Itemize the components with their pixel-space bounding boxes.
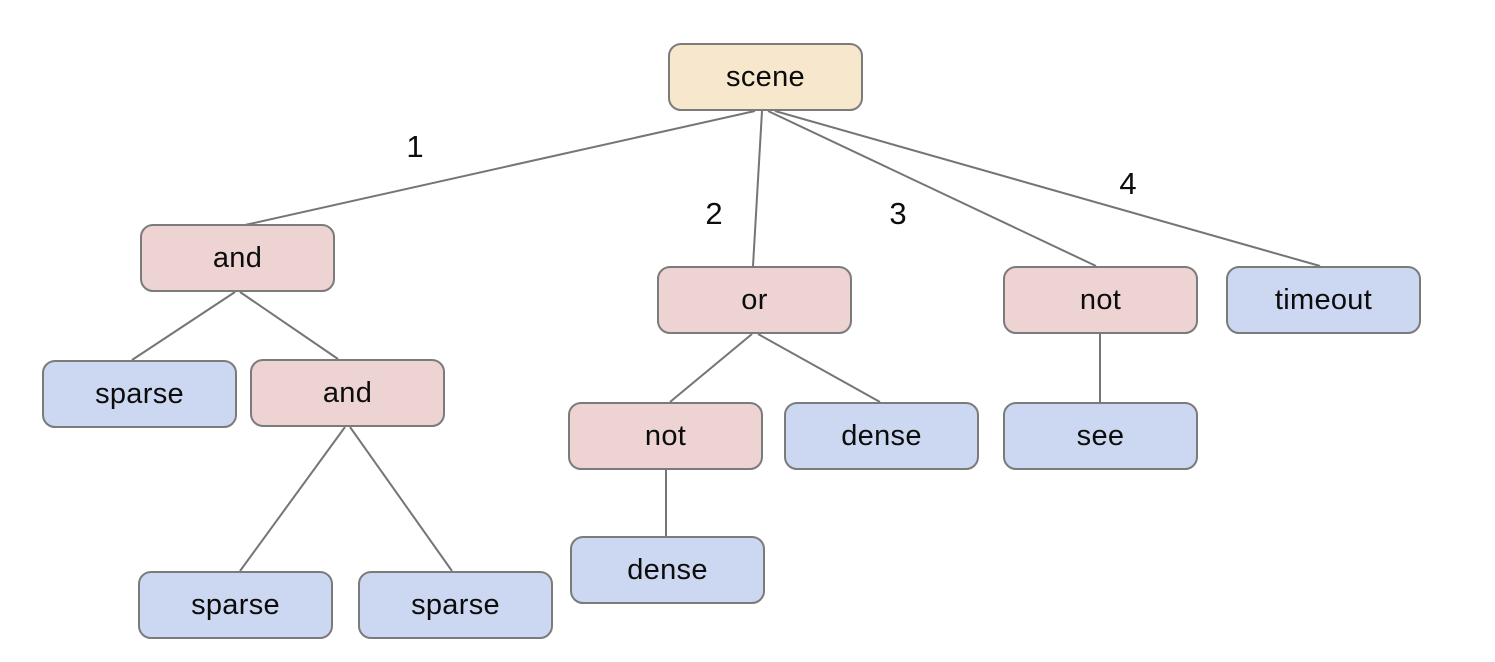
edge-scene-and: [244, 110, 756, 226]
node-not-label: not: [1079, 283, 1122, 316]
node-and-2: and: [250, 359, 445, 427]
edge-label-3: 3: [889, 196, 907, 231]
node-see: see: [1003, 402, 1198, 470]
edge-label-2: 2: [705, 196, 723, 231]
node-and: and: [140, 224, 335, 292]
node-dense-1: dense: [784, 402, 979, 470]
node-timeout-label: timeout: [1274, 283, 1373, 316]
edge-and-and: [239, 291, 339, 360]
node-dense-label: dense: [841, 419, 922, 452]
node-sparse-3: sparse: [358, 571, 553, 639]
edge-label-1: 1: [406, 129, 424, 164]
node-dense-2-label: dense: [627, 553, 708, 586]
node-and-label: and: [212, 241, 263, 274]
node-not: not: [1003, 266, 1198, 334]
node-not-2-label: not: [644, 419, 687, 452]
node-scene-label: scene: [726, 60, 805, 93]
edge-or-not: [669, 333, 753, 403]
node-sparse-2-label: sparse: [191, 588, 280, 621]
edge-and-sparse: [131, 291, 236, 361]
node-sparse-label: sparse: [95, 377, 184, 410]
node-or-label: or: [741, 283, 768, 316]
edge-scene-or: [752, 110, 763, 267]
node-dense-2: dense: [570, 536, 765, 604]
node-and-2-label: and: [322, 376, 373, 409]
edge-scene-not: [767, 110, 1097, 267]
node-sparse-2: sparse: [138, 571, 333, 639]
node-scene: scene: [668, 43, 863, 111]
node-see-label: see: [1076, 419, 1125, 452]
edge-and2-sparse2: [239, 426, 346, 572]
node-timeout: timeout: [1226, 266, 1421, 334]
edge-and2-sparse3: [349, 426, 453, 572]
edge-scene-timeout: [774, 110, 1321, 267]
edge-or-dense: [757, 333, 881, 403]
node-not-2: not: [568, 402, 763, 470]
edge-label-4: 4: [1119, 166, 1137, 201]
node-or: or: [657, 266, 852, 334]
node-sparse-3-label: sparse: [411, 588, 500, 621]
node-sparse-1: sparse: [42, 360, 237, 428]
